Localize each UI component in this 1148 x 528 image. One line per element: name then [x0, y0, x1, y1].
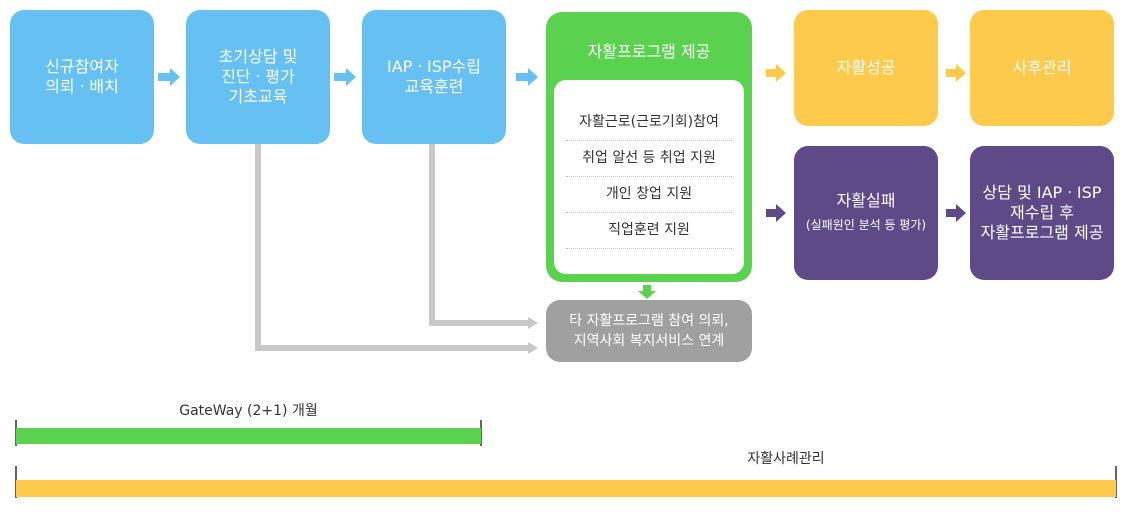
- arrowhead-box2-to-other: [528, 342, 538, 354]
- program-item: 직업훈련 지원: [608, 222, 690, 238]
- connector-box3-to-other: [429, 144, 528, 326]
- arrow-program-to-fail: [766, 204, 786, 222]
- box-iap-isp: IAPㆍISP수립 교육훈련: [362, 10, 506, 144]
- program-item: 자활근로(근로기회)참여: [579, 114, 719, 130]
- box-new-participant: 신규참여자 의뢰ㆍ배치: [10, 10, 154, 144]
- case-management-timeline-bar: [15, 466, 1117, 498]
- connector-box2-to-other: [255, 144, 528, 351]
- arrow-fail-to-reestablish: [946, 204, 966, 222]
- arrow-box2-to-box3: [334, 68, 356, 86]
- box-aftercare: 사후관리: [970, 10, 1114, 126]
- gateway-label: GateWay (2+1) 개월: [179, 403, 318, 419]
- box-aftercare-label: 사후관리: [1012, 58, 1072, 77]
- arrow-program-to-success: [766, 64, 786, 82]
- gateway-timeline-bar: [15, 420, 482, 446]
- arrowhead-box3-to-other: [528, 317, 538, 329]
- box-initial-consultation: 초기상담 및 진단ㆍ평가 기초교육: [186, 10, 330, 144]
- box-reestablish-label: 상담 및 IAPㆍISP 재수립 후 자활프로그램 제공: [980, 183, 1104, 242]
- arrow-box1-to-box2: [158, 68, 180, 86]
- box-self-support-program: 자활프로그램 제공 자활근로(근로기회)참여 취업 알선 등 취업 지원 개인 …: [546, 12, 752, 282]
- arrow-success-to-aftercare: [946, 64, 966, 82]
- divider: [566, 212, 732, 213]
- box-success: 자활성공: [794, 10, 938, 126]
- box-iap-isp-label: IAPㆍISP수립 교육훈련: [387, 57, 481, 96]
- arrow-box3-to-program: [516, 68, 538, 86]
- divider: [566, 248, 732, 249]
- box-failure-sublabel: (실패원인 분석 등 평가): [805, 218, 927, 232]
- box-other-program-referral: 타 자활프로그램 참여 의뢰, 지역사회 복지서비스 연계: [546, 300, 752, 362]
- box-initial-consultation-label: 초기상담 및 진단ㆍ평가 기초교육: [218, 47, 298, 106]
- box-other-program-referral-label: 타 자활프로그램 참여 의뢰, 지역사회 복지서비스 연계: [569, 313, 729, 349]
- box-failure: 자활실패 (실패원인 분석 등 평가): [794, 146, 938, 280]
- divider: [566, 140, 732, 141]
- program-item: 개인 창업 지원: [605, 186, 693, 202]
- arrow-program-to-other: [638, 285, 656, 299]
- box-new-participant-label: 신규참여자 의뢰ㆍ배치: [45, 57, 119, 96]
- box-reestablish: 상담 및 IAPㆍISP 재수립 후 자활프로그램 제공: [970, 146, 1114, 280]
- program-title: 자활프로그램 제공: [587, 42, 711, 61]
- case-management-label: 자활사례관리: [747, 451, 825, 467]
- program-item-list: 자활근로(근로기회)참여 취업 알선 등 취업 지원 개인 창업 지원 직업훈련…: [554, 80, 744, 274]
- box-success-label: 자활성공: [836, 58, 896, 77]
- box-failure-label: 자활실패: [836, 191, 896, 210]
- program-item: 취업 알선 등 취업 지원: [582, 150, 716, 166]
- divider: [566, 176, 732, 177]
